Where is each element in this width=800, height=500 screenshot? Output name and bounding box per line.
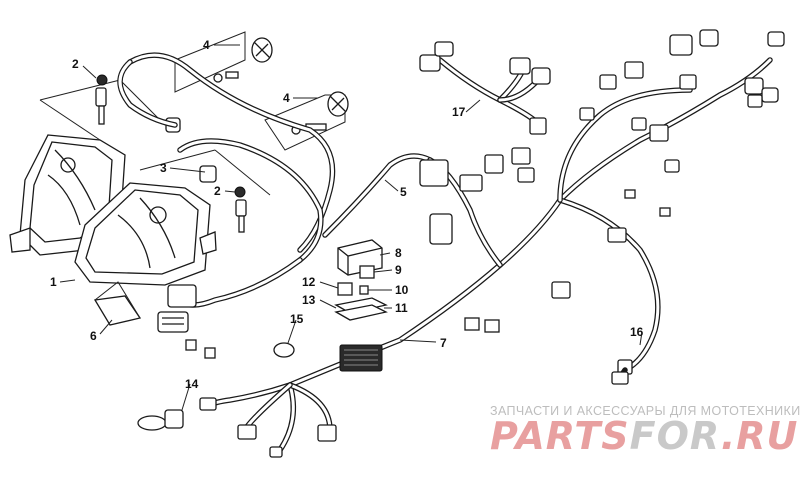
callout-5: 5 bbox=[400, 185, 407, 199]
decal-6 bbox=[93, 281, 142, 326]
callout-9: 9 bbox=[395, 263, 402, 277]
bulb-4-upper bbox=[174, 31, 273, 93]
callout-17: 17 bbox=[452, 105, 466, 119]
watermark-logo: PARTSFOR.RU bbox=[490, 414, 798, 458]
cover-13 bbox=[334, 297, 388, 321]
watermark-logo-part3: .RU bbox=[720, 414, 799, 458]
callout-15: 15 bbox=[290, 312, 304, 326]
watermark-logo-part1: PARTS bbox=[490, 414, 630, 458]
callout-2-lower: 2 bbox=[214, 184, 221, 198]
callout-6: 6 bbox=[90, 329, 97, 343]
callout-7: 7 bbox=[440, 336, 447, 350]
callout-11: 11 bbox=[395, 301, 408, 315]
o-ring-15 bbox=[273, 342, 295, 358]
main-harness bbox=[199, 57, 773, 458]
callout-16: 16 bbox=[630, 325, 644, 339]
callout-4-upper: 4 bbox=[203, 38, 210, 52]
sensor-16 bbox=[611, 367, 629, 385]
callout-3: 3 bbox=[160, 161, 167, 175]
rear-harness bbox=[419, 29, 785, 217]
callout-14: 14 bbox=[185, 377, 199, 391]
callout-8: 8 bbox=[395, 246, 402, 260]
bulb-4-lower bbox=[264, 91, 349, 151]
bulb-socket-upper bbox=[95, 74, 108, 125]
callout-2-upper: 2 bbox=[72, 57, 79, 71]
watermark-tagline: ЗАПЧАСТИ И АКСЕССУАРЫ ДЛЯ МОТОТЕХНИКИ bbox=[490, 404, 800, 418]
relay-12 bbox=[337, 282, 353, 296]
headlight-assembly bbox=[9, 134, 217, 286]
callout-numbers: 1 2 2 3 4 4 5 6 7 8 9 10 11 12 13 14 15 … bbox=[50, 38, 644, 391]
callout-leaders bbox=[59, 44, 643, 411]
bulb-3 bbox=[165, 117, 217, 183]
fuse-10 bbox=[359, 285, 369, 295]
bulb-socket-lower bbox=[234, 186, 247, 233]
relay-9 bbox=[359, 265, 375, 279]
headlight-harness bbox=[117, 52, 433, 359]
callout-10: 10 bbox=[395, 283, 409, 297]
callout-4-lower: 4 bbox=[283, 91, 290, 105]
callout-1: 1 bbox=[50, 275, 57, 289]
leader-lines-bulbs bbox=[39, 79, 271, 196]
switch-14 bbox=[137, 409, 184, 431]
callout-12: 12 bbox=[302, 275, 316, 289]
watermark-logo-part2: FOR bbox=[629, 414, 721, 458]
callout-13: 13 bbox=[302, 293, 316, 307]
